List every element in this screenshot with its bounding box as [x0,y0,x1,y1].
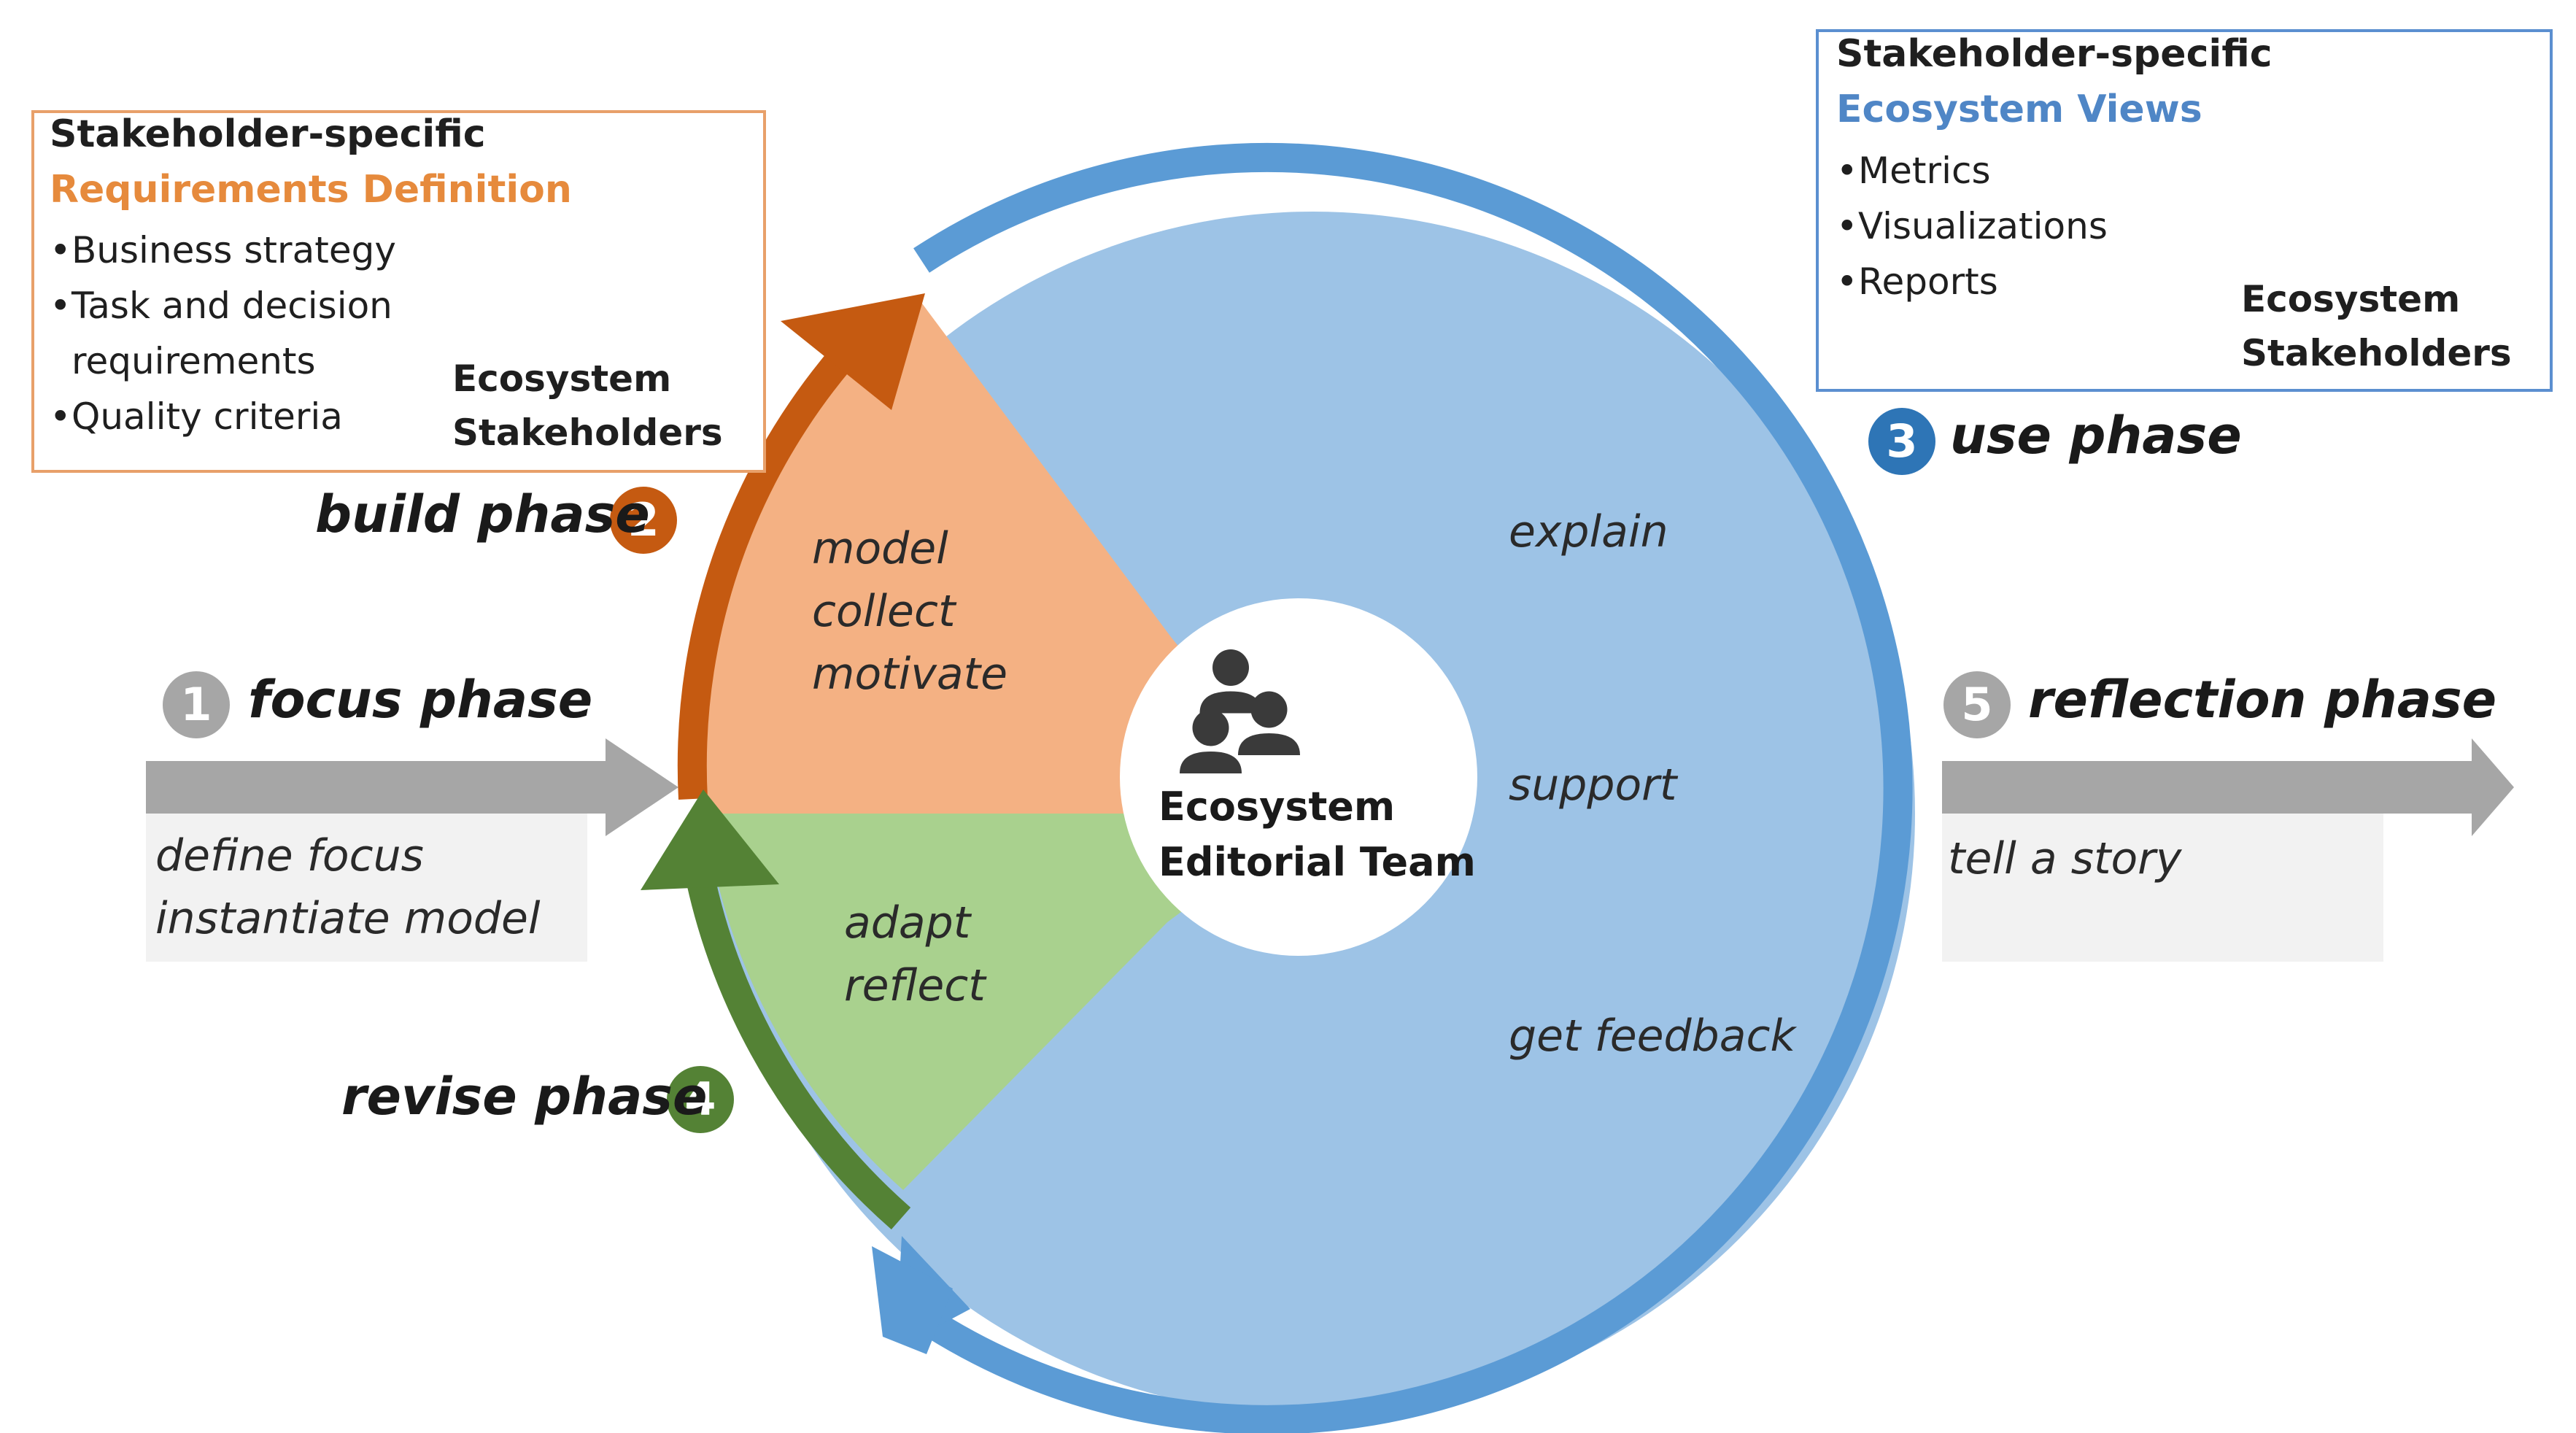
activity-text: instantiate model [155,893,541,944]
use-activity-support: support [1509,760,1677,811]
activity-text: define focus [155,830,424,881]
build-phase-arrowhead [781,293,925,410]
list-item: Business strategy [50,223,396,278]
reflection-phase-label: reflection phase [2028,670,2497,730]
center-label-line: Editorial Team [1159,839,1476,885]
activity-text: adapt [844,897,971,949]
build-activities: model collect motivate [812,517,1007,706]
stakeholders-label-line: Stakeholders [2241,332,2512,374]
stakeholders-label-line: Ecosystem [2241,278,2461,320]
list-item: Quality criteria [50,389,396,444]
focus-activities: define focus instantiate model [155,824,541,950]
requirements-stakeholders-label: Ecosystem Stakeholders [452,352,723,460]
revise-phase-arc [678,836,911,1230]
build-phase-arc [677,310,886,800]
activity-text: model [812,523,948,574]
list-item: Visualizations [1836,198,2108,254]
activity-text: motivate [812,649,1008,700]
revise-phase-wedge [705,814,1313,1190]
list-item: Reports [1836,254,2108,309]
use-phase-arc [913,142,1913,1433]
focus-activities-box [146,814,587,962]
stakeholders-label-line: Ecosystem [452,358,672,400]
reflection-activities: tell a story [1948,833,2182,884]
views-note-title: Stakeholder-specific [1836,32,2273,76]
center-circle [1120,598,1477,956]
reflection-activities-box [1942,814,2383,962]
use-activity-explain: explain [1509,506,1668,557]
requirements-note-subtitle: Requirements Definition [50,168,572,212]
use-phase-badge: 3 [1868,408,1935,475]
views-stakeholders-label: Ecosystem Stakeholders [2241,272,2512,380]
views-list: Metrics Visualizations Reports [1836,143,2108,309]
editorial-team-label: Ecosystem Editorial Team [1159,779,1476,890]
focus-phase-label: focus phase [248,670,593,730]
build-phase-label: build phase [315,484,650,544]
views-note-subtitle: Ecosystem Views [1836,88,2202,131]
activity-text: reflect [844,960,986,1011]
stakeholders-label-line: Stakeholders [452,412,723,454]
revise-phase-label: revise phase [341,1067,708,1127]
requirements-list: Business strategy Task and decision requ… [50,223,396,444]
list-item: Metrics [1836,143,2108,198]
use-phase-label: use phase [1950,406,2242,466]
center-label-line: Ecosystem [1159,784,1396,830]
list-item-continuation: requirements [71,340,316,382]
reflection-arrow [1942,738,2514,836]
revise-phase-badge: 4 [667,1066,734,1133]
build-phase-badge: 2 [610,487,677,554]
list-item: Task and decision [50,278,396,333]
revise-phase-arrowhead [641,789,779,890]
focus-arrow [146,738,678,836]
activity-text: collect [812,586,956,637]
requirements-note-title: Stakeholder-specific [50,112,486,156]
focus-phase-badge: 1 [163,671,230,738]
reflection-phase-badge: 5 [1943,671,2011,738]
use-activity-feedback: get feedback [1509,1011,1796,1062]
revise-activities: adapt reflect [844,892,986,1017]
